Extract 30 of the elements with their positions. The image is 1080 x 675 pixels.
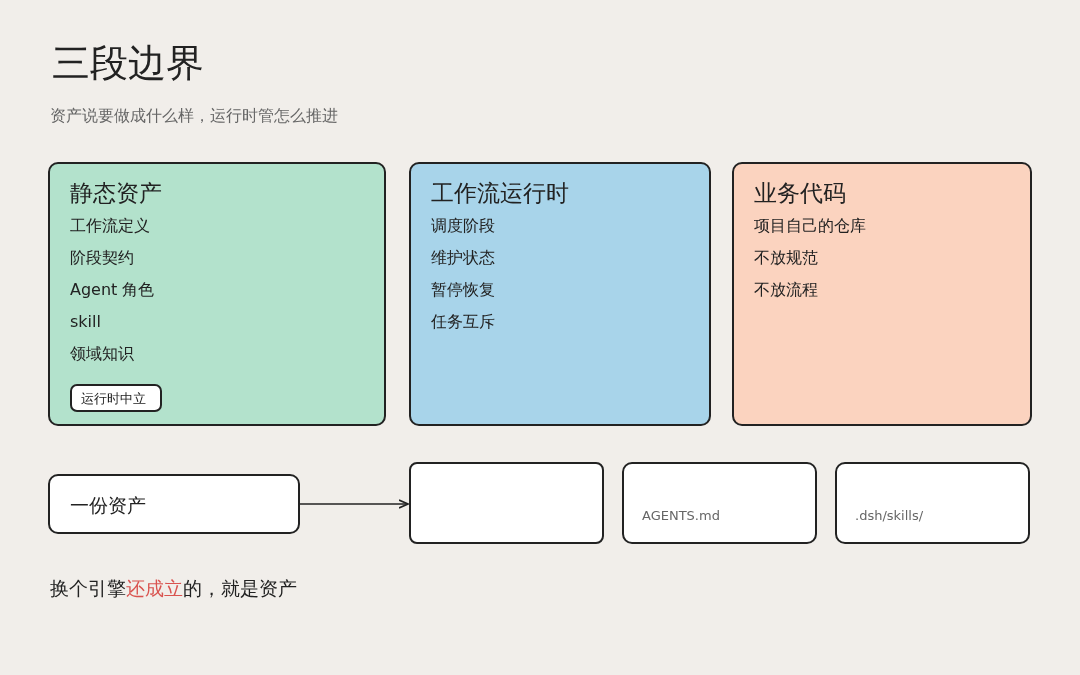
engine-card bbox=[835, 462, 1030, 544]
arrow bbox=[299, 499, 409, 509]
list-item: 不放规范 bbox=[754, 248, 818, 269]
list-item: 项目自己的仓库 bbox=[754, 216, 866, 237]
list-item: skill bbox=[70, 312, 101, 331]
category-card bbox=[732, 162, 1032, 426]
tag-badge: 运行时中立 bbox=[70, 384, 162, 412]
subtitle: 资产说要做成什么样，运行时管怎么推进 bbox=[50, 106, 338, 127]
title: 三段边界 bbox=[52, 40, 204, 87]
card-heading: 业务代码 bbox=[754, 179, 846, 208]
list-item: 工作流定义 bbox=[70, 216, 150, 237]
category-card bbox=[48, 162, 386, 426]
list-item: 阶段契约 bbox=[70, 248, 134, 269]
note-text: 换个引擎还成立的，就是资产 bbox=[50, 576, 297, 601]
category-card bbox=[409, 162, 711, 426]
list-item: Agent 角色 bbox=[70, 280, 155, 301]
path-text: AGENTS.md bbox=[642, 508, 720, 523]
card-heading: 静态资产 bbox=[70, 179, 162, 208]
card-heading: 工作流运行时 bbox=[431, 179, 569, 208]
list-item: 维护状态 bbox=[431, 248, 495, 269]
box-label: 一份资产 bbox=[70, 493, 146, 518]
list-item: 领域知识 bbox=[70, 344, 134, 365]
engine-card bbox=[622, 462, 817, 544]
list-item: 调度阶段 bbox=[431, 216, 495, 237]
list-item: 任务互斥 bbox=[431, 312, 495, 333]
list-item: 不放流程 bbox=[754, 280, 818, 301]
list-item: 暂停恢复 bbox=[431, 280, 495, 301]
source-box bbox=[48, 474, 300, 534]
engine-card bbox=[409, 462, 604, 544]
path-text: .dsh/skills/ bbox=[855, 508, 924, 523]
